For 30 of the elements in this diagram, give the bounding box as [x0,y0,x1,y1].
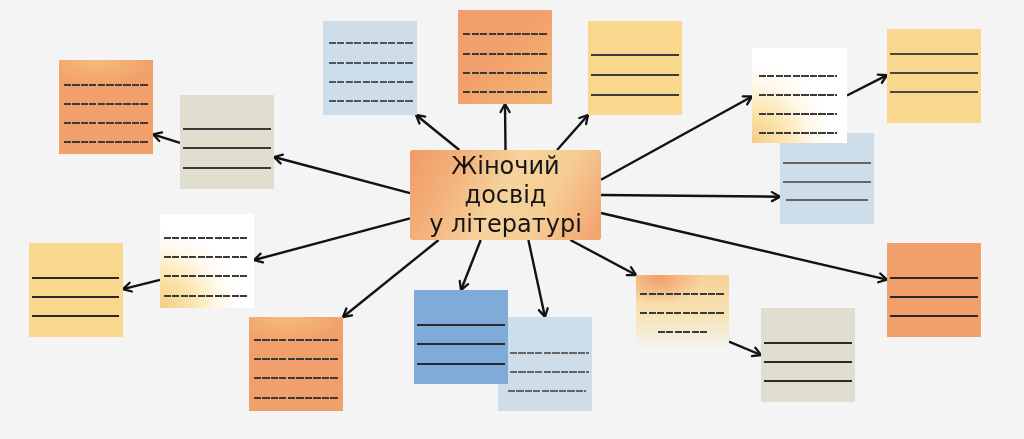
sticky-note [160,214,254,308]
arrow [601,190,782,203]
topic-box [410,150,601,240]
topic-title: Жіночий досвід у літературі [428,151,583,239]
arrow [600,211,889,284]
arrow [527,239,549,319]
sticky-note [636,275,729,349]
sticky-note [59,60,153,154]
sticky-note [887,243,981,337]
sticky-note [588,21,682,115]
sticky-note [323,21,417,115]
arrow [499,102,511,150]
sticky-note [498,317,592,411]
sticky-note [458,10,552,104]
sticky-note [780,133,874,224]
arrow [341,239,440,319]
sticky-note [752,48,847,143]
arrow [458,239,482,292]
arrow [846,73,889,97]
sticky-note [29,243,123,337]
arrow [414,113,461,151]
arrow [569,238,638,277]
sticky-note [180,95,274,189]
sticky-note [887,29,981,123]
arrow [728,340,763,358]
sticky-note [249,317,343,411]
sticky-note [761,308,855,402]
arrow [556,113,590,151]
arrow [600,95,754,181]
sticky-note [414,290,508,384]
